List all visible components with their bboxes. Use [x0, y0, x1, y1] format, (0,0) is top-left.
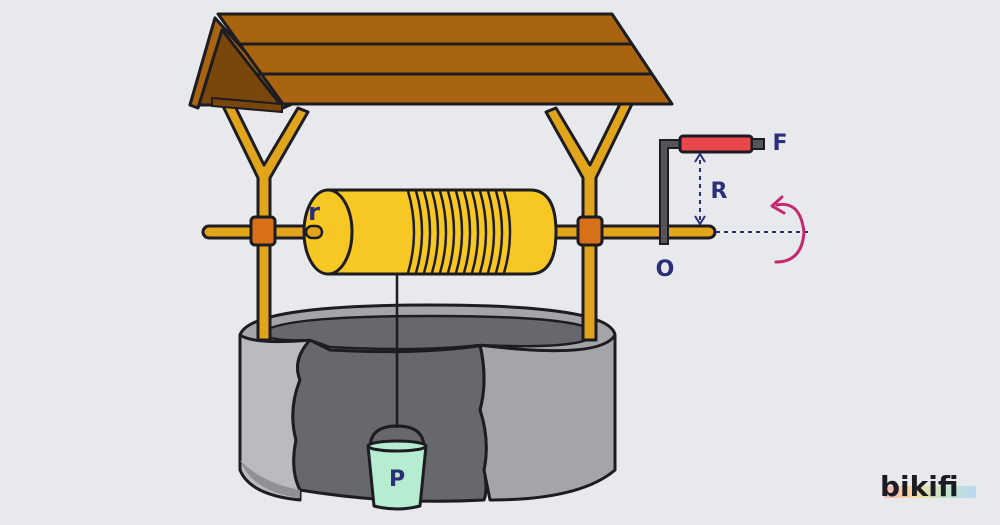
radius-arrow-top [694, 152, 706, 163]
rotation-arrowhead [770, 195, 786, 215]
radius-dimension: R [694, 152, 728, 226]
label-o: O [656, 257, 675, 282]
drum-end [302, 188, 354, 276]
right-joint [576, 215, 604, 247]
label-big-r: R [711, 179, 728, 204]
rotation-arrow [774, 202, 806, 264]
rope-and-bucket: P [366, 274, 428, 511]
rope-coils [406, 190, 512, 274]
bucket [366, 444, 428, 511]
well-front-band [240, 460, 300, 498]
brand-logo: bikifi [880, 470, 976, 503]
well [238, 303, 617, 503]
label-r: r [308, 198, 320, 226]
crank-grip [678, 134, 754, 154]
left-joint [249, 215, 277, 247]
roof-beam [211, 96, 283, 114]
drum: r [302, 188, 558, 276]
crank: F [659, 131, 788, 245]
label-f: F [772, 131, 787, 156]
axle-tip [304, 224, 324, 240]
radius-arrow-bottom [694, 215, 706, 226]
roof-slope [216, 12, 674, 106]
logo-text: bikifi [880, 470, 959, 503]
drum-body [326, 188, 558, 276]
roof [188, 12, 674, 114]
crank-grip-cap [751, 138, 765, 150]
bucket-handle [368, 424, 426, 449]
label-p: P [389, 467, 405, 492]
bucket-rim [366, 439, 428, 453]
rotation-axis: O [656, 195, 812, 282]
well-wall-right [478, 333, 617, 502]
